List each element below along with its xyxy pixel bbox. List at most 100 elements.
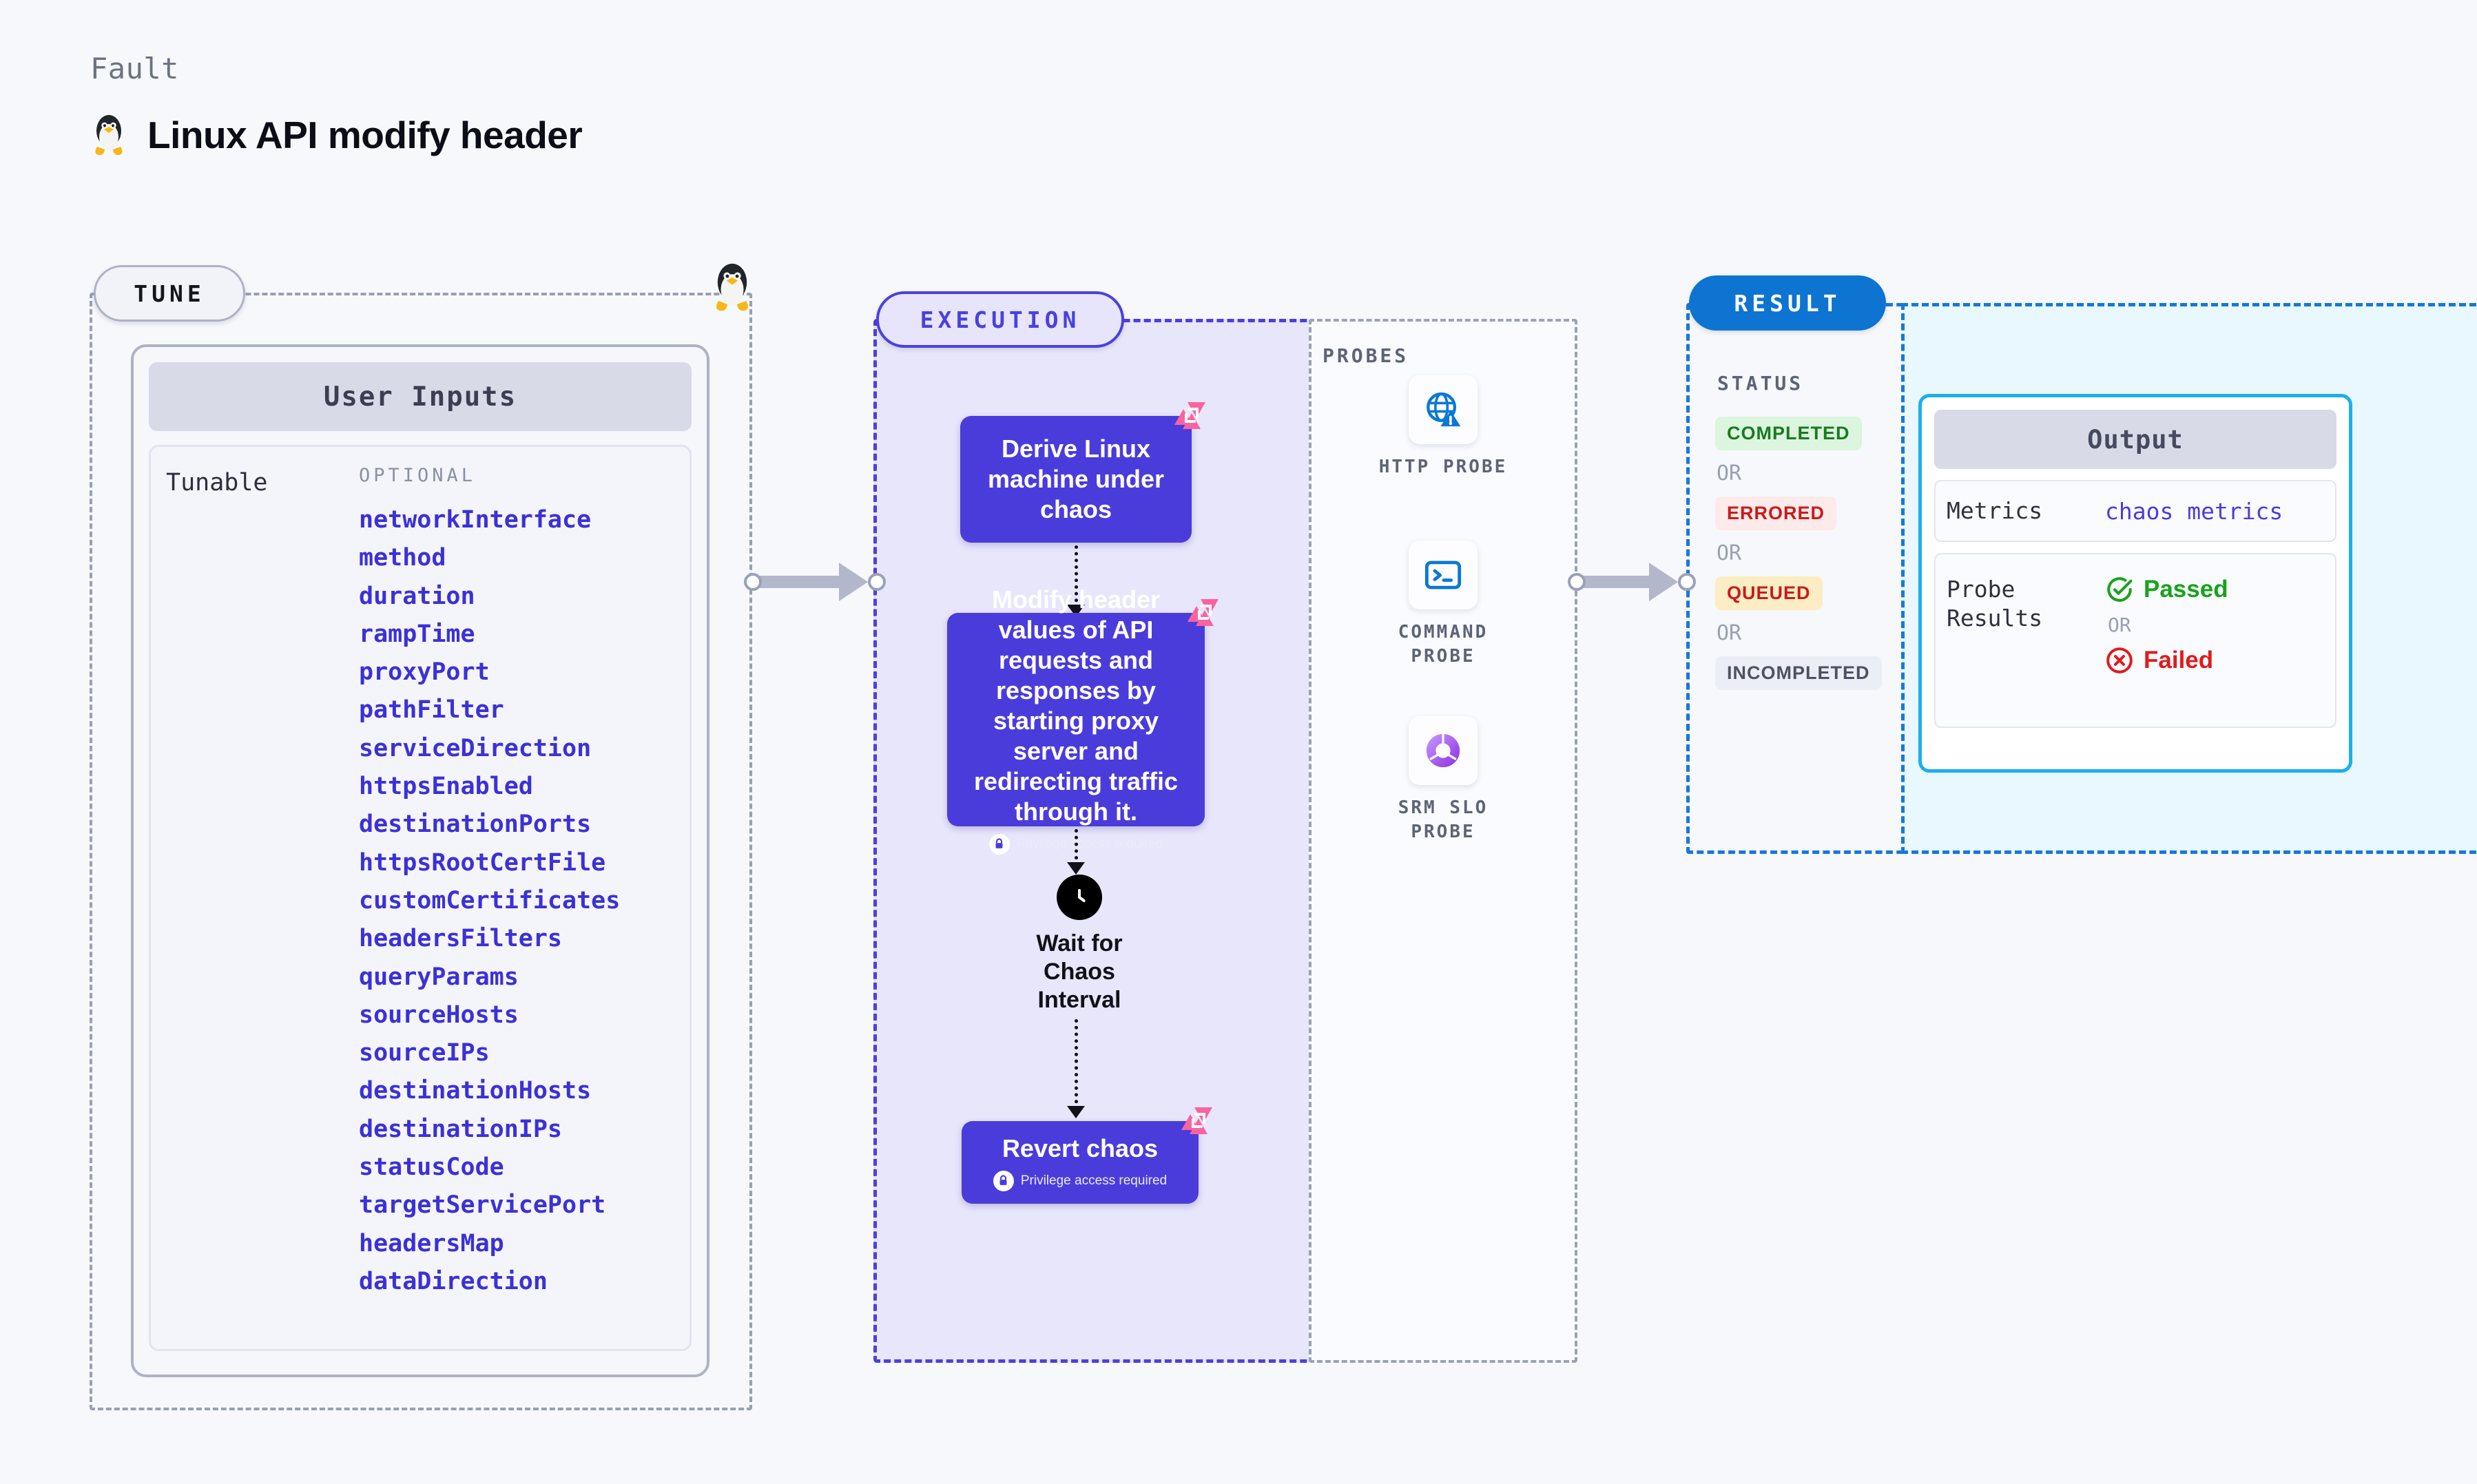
tunable-item[interactable]: sourceHosts <box>359 1001 519 1029</box>
slo-donut-check-icon <box>1409 716 1478 785</box>
exec-node-modify-header[interactable]: Modify header values of API requests and… <box>947 585 1219 855</box>
exec-node-modify-header-label: Modify header values of API requests and… <box>973 585 1179 826</box>
chaos-fault-badge-icon <box>1164 401 1207 443</box>
user-inputs-card: User Inputs Tunable OPTIONAL networkInte… <box>131 344 709 1377</box>
probe-result-passed-label: Passed <box>2144 576 2228 603</box>
exec-node-derive[interactable]: Derive Linux machine under chaos <box>960 402 1205 543</box>
page-title: Linux API modify header <box>147 114 583 156</box>
status-or-label: OR <box>1717 541 1742 565</box>
tunable-item[interactable]: queryParams <box>359 963 519 991</box>
tunable-item[interactable]: customCertificates <box>359 886 621 915</box>
output-metrics-value[interactable]: chaos metrics <box>2105 497 2283 525</box>
exec-node-revert-chaos[interactable]: Revert chaos Privilege access required <box>962 1107 1212 1204</box>
output-metrics-row: Metrics chaos metrics <box>1934 480 2336 543</box>
linux-tux-penguin-icon <box>90 112 128 158</box>
tunable-item[interactable]: serviceDirection <box>359 734 592 762</box>
tunable-item[interactable]: destinationIPs <box>359 1115 563 1143</box>
flow-line-1 <box>1075 545 1078 609</box>
privilege-note-label: Privilege access required <box>1020 1173 1168 1188</box>
output-probe-results-key: Probe Results <box>1947 576 2043 632</box>
result-section-pill[interactable]: RESULT <box>1689 275 1886 331</box>
probe-srm-slo-label: SRM SLO PROBE <box>1398 797 1489 843</box>
tunable-item[interactable]: dataDirection <box>359 1267 548 1295</box>
probe-http-label: HTTP PROBE <box>1378 457 1508 477</box>
privilege-note-row: Privilege access required <box>988 833 1163 855</box>
lock-icon <box>993 1170 1014 1191</box>
connector-arrowhead <box>839 563 868 601</box>
probe-srm-slo[interactable]: SRM SLO PROBE <box>1374 716 1512 844</box>
probe-results-values: Passed OR Failed <box>2105 575 2228 675</box>
status-or-label: OR <box>1717 621 1742 645</box>
tunable-item[interactable]: duration <box>359 582 475 610</box>
chaos-fault-badge-icon <box>1177 598 1220 640</box>
tunable-item[interactable]: destinationHosts <box>359 1077 592 1105</box>
status-badge-queued: QUEUED <box>1715 576 1823 610</box>
chaos-fault-badge-icon <box>1171 1106 1214 1149</box>
tunable-item[interactable]: proxyPort <box>359 658 490 687</box>
connector-start-dot <box>1568 573 1586 591</box>
tunable-item[interactable]: method <box>359 544 446 572</box>
clock-icon <box>1057 875 1102 920</box>
probe-command[interactable]: COMMAND PROBE <box>1374 541 1512 669</box>
fault-kicker-label: Fault <box>90 52 179 85</box>
status-badge-incompleted: INCOMPLETED <box>1715 656 1882 690</box>
terminal-icon <box>1409 541 1478 609</box>
x-circle-icon <box>2106 647 2133 674</box>
tunable-item[interactable]: statusCode <box>359 1153 504 1182</box>
optional-label: OPTIONAL <box>359 465 477 486</box>
tune-region <box>90 293 752 1410</box>
connector-arrowhead <box>1649 563 1678 601</box>
probes-region <box>1309 319 1577 1363</box>
probe-result-passed: Passed <box>2105 575 2228 604</box>
probe-http[interactable]: HTTP PROBE <box>1374 375 1512 479</box>
connector-tune-to-execution <box>744 563 886 601</box>
flow-arrow-2 <box>1067 862 1085 875</box>
exec-node-wait-interval[interactable]: Wait for Chaos Interval <box>1000 875 1159 1014</box>
tunable-item[interactable]: pathFilter <box>359 696 504 724</box>
tunable-item[interactable]: targetServicePort <box>359 1191 606 1220</box>
probe-result-failed-label: Failed <box>2144 647 2214 674</box>
tunable-item[interactable]: headersFilters <box>359 925 563 953</box>
flow-line-2 <box>1075 829 1078 866</box>
lock-icon <box>988 833 1010 855</box>
output-metrics-key: Metrics <box>1947 497 2043 524</box>
status-stack: COMPLETED OR ERRORED OR QUEUED OR INCOMP… <box>1715 417 1922 690</box>
execution-section-pill[interactable]: EXECUTION <box>876 291 1124 348</box>
optional-column: OPTIONAL networkInterface method duratio… <box>359 465 677 1342</box>
tunable-item[interactable]: networkInterface <box>359 506 592 534</box>
globe-warning-icon <box>1409 375 1478 444</box>
tunable-item[interactable]: destinationPorts <box>359 811 592 839</box>
probe-command-label: COMMAND PROBE <box>1398 622 1489 667</box>
output-title: Output <box>1934 410 2336 469</box>
status-title: STATUS <box>1717 372 1804 395</box>
tune-linux-marker-icon <box>709 260 755 317</box>
exec-node-revert-chaos-label: Revert chaos <box>1002 1134 1159 1163</box>
tunable-item[interactable]: sourceIPs <box>359 1039 490 1067</box>
status-badge-errored: ERRORED <box>1715 497 1837 530</box>
page-title-row: Linux API modify header <box>90 112 583 158</box>
probe-result-failed: Failed <box>2105 646 2228 675</box>
connector-execution-to-result <box>1568 563 1696 601</box>
connector-end-dot <box>868 573 886 591</box>
output-card: Output Metrics chaos metrics Probe Resul… <box>1918 394 2352 773</box>
exec-node-derive-label: Derive Linux machine under chaos <box>987 435 1165 523</box>
exec-node-wait-interval-label: Wait for Chaos Interval <box>1036 930 1123 1013</box>
privilege-note-row: Privilege access required <box>993 1170 1168 1191</box>
tunable-label: Tunable <box>166 469 268 497</box>
tune-section-pill[interactable]: TUNE <box>94 265 245 322</box>
connector-bar <box>758 576 847 588</box>
status-or-label: OR <box>1717 461 1742 485</box>
connector-end-dot <box>1678 573 1696 591</box>
tunable-item[interactable]: headersMap <box>359 1229 504 1257</box>
probes-title: PROBES <box>1323 344 1409 367</box>
tunable-item[interactable]: rampTime <box>359 620 475 648</box>
output-probe-results-row: Probe Results Passed OR Failed <box>1934 553 2336 729</box>
tunable-item[interactable]: httpsEnabled <box>359 773 533 801</box>
flow-line-3 <box>1075 1019 1078 1110</box>
probe-result-or-label: OR <box>2108 614 2131 637</box>
tunable-item[interactable]: httpsRootCertFile <box>359 848 606 877</box>
privilege-note-label: Privilege access required <box>1016 836 1163 851</box>
status-badge-completed: COMPLETED <box>1715 417 1862 450</box>
check-circle-icon <box>2107 577 2133 602</box>
